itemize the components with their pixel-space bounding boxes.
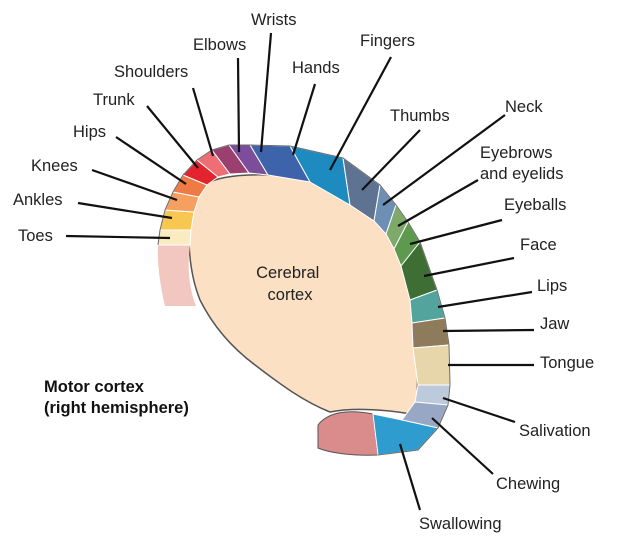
- leader-lines: [65, 32, 535, 511]
- label-ankles: Ankles: [13, 191, 63, 209]
- leader-shoulders: [191, 87, 215, 157]
- label-wrists: Wrists: [251, 11, 297, 29]
- leader-chewing: [431, 417, 494, 475]
- leader-hips: [115, 136, 187, 185]
- label-chewing: Chewing: [496, 475, 560, 493]
- band-ankles: [159, 209, 195, 231]
- leader-thumbs: [361, 129, 421, 191]
- leader-jaw: [442, 328, 535, 333]
- label-neck: Neck: [505, 98, 543, 116]
- label-fingers: Fingers: [360, 32, 415, 50]
- leader-knees: [91, 168, 178, 202]
- label-lips: Lips: [537, 277, 567, 295]
- label-shoulders: Shoulders: [114, 63, 188, 81]
- leader-eyebrows-and-eyelids: [397, 179, 479, 227]
- leader-elbows: [236, 57, 241, 153]
- band-jaw: [411, 317, 450, 349]
- diagram-title: Motor cortex (right hemisphere): [44, 378, 189, 417]
- label-knees: Knees: [31, 157, 78, 175]
- label-salivation: Salivation: [519, 422, 591, 440]
- bottom-cortex-cap: [317, 411, 379, 456]
- leader-hands: [291, 83, 317, 156]
- leader-swallowing: [398, 443, 422, 511]
- label-face: Face: [520, 236, 557, 254]
- motor-region-bands: [157, 144, 451, 456]
- label-tongue: Tongue: [540, 354, 594, 372]
- label-hands: Hands: [292, 59, 340, 77]
- label-toes: Toes: [18, 227, 53, 245]
- leader-wrists: [259, 32, 273, 153]
- leader-ankles: [77, 201, 173, 220]
- leader-eyeballs: [409, 218, 503, 246]
- leader-toes: [65, 234, 171, 240]
- cerebral-cortex-label: Cerebral cortex: [256, 264, 324, 304]
- leader-trunk: [146, 105, 199, 169]
- label-jaw: Jaw: [540, 315, 569, 333]
- leader-salivation: [442, 396, 516, 424]
- leader-neck: [382, 114, 506, 206]
- lower-cortex-strip: [157, 245, 196, 306]
- label-trunk: Trunk: [93, 91, 135, 109]
- leader-face: [423, 256, 515, 278]
- leader-fingers: [329, 56, 392, 171]
- leader-lips: [437, 290, 533, 309]
- label-swallowing: Swallowing: [419, 515, 502, 533]
- label-thumbs: Thumbs: [390, 107, 450, 125]
- label-eyebrows-and-eyelids: Eyebrows and eyelids: [480, 144, 563, 183]
- label-elbows: Elbows: [193, 36, 246, 54]
- label-eyeballs: Eyeballs: [504, 196, 566, 214]
- band-tongue: [412, 344, 451, 386]
- label-hips: Hips: [73, 123, 106, 141]
- region-labels: Wrists Elbows Fingers Shoulders Hands Tr…: [13, 11, 594, 533]
